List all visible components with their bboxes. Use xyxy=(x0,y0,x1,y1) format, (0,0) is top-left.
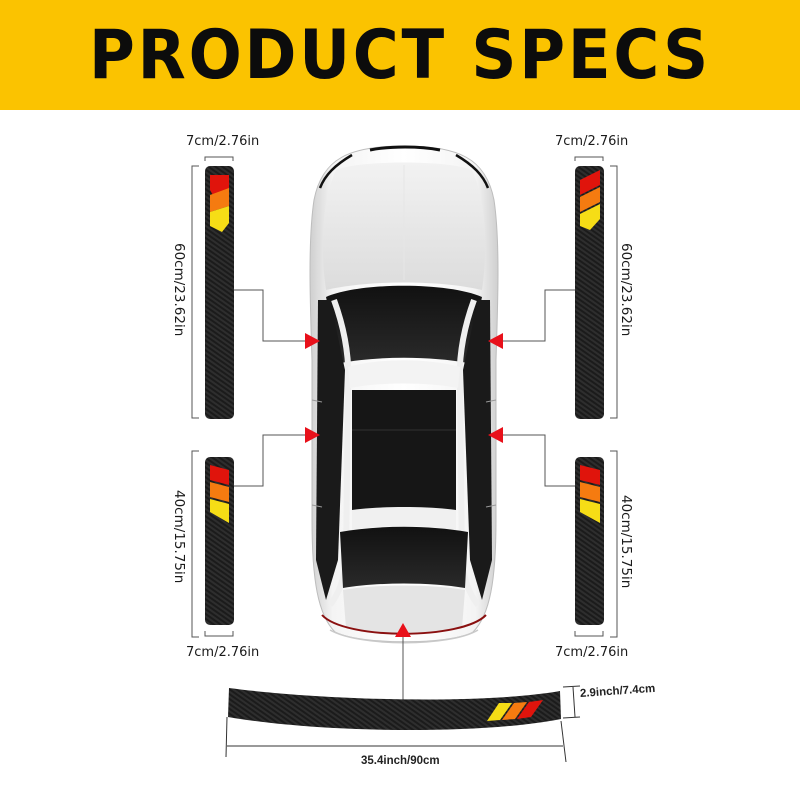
arrow-front-left-icon xyxy=(305,333,320,349)
front-right-length-label: 60cm/23.62in xyxy=(618,243,634,337)
strip-rear-left xyxy=(205,457,234,625)
header-banner: PRODUCT SPECS xyxy=(0,0,800,110)
arrow-rear-right-icon xyxy=(488,427,503,443)
rear-left-width-label: 7cm/2.76in xyxy=(186,645,260,660)
connector-lines xyxy=(233,289,575,700)
strip-rear-right xyxy=(575,457,604,625)
arrow-front-right-icon xyxy=(488,333,503,349)
car-top-view xyxy=(309,145,499,644)
front-left-length-label: 60cm/23.62in xyxy=(171,243,187,337)
strip-front-right xyxy=(575,166,604,419)
arrow-rear-bumper-icon xyxy=(395,623,411,637)
rear-right-width-label: 7cm/2.76in xyxy=(555,645,629,660)
rear-left-length-label: 40cm/15.75in xyxy=(171,490,187,584)
strip-rear-bumper xyxy=(228,688,561,731)
page-title: PRODUCT SPECS xyxy=(89,15,711,95)
front-right-width-label: 7cm/2.76in xyxy=(555,134,629,149)
strip-front-left xyxy=(205,166,234,419)
front-left-width-label: 7cm/2.76in xyxy=(186,134,260,149)
arrow-rear-left-icon xyxy=(305,427,320,443)
rear-right-length-label: 40cm/15.75in xyxy=(618,495,634,589)
bumper-length-label: 35.4inch/90cm xyxy=(361,755,440,767)
